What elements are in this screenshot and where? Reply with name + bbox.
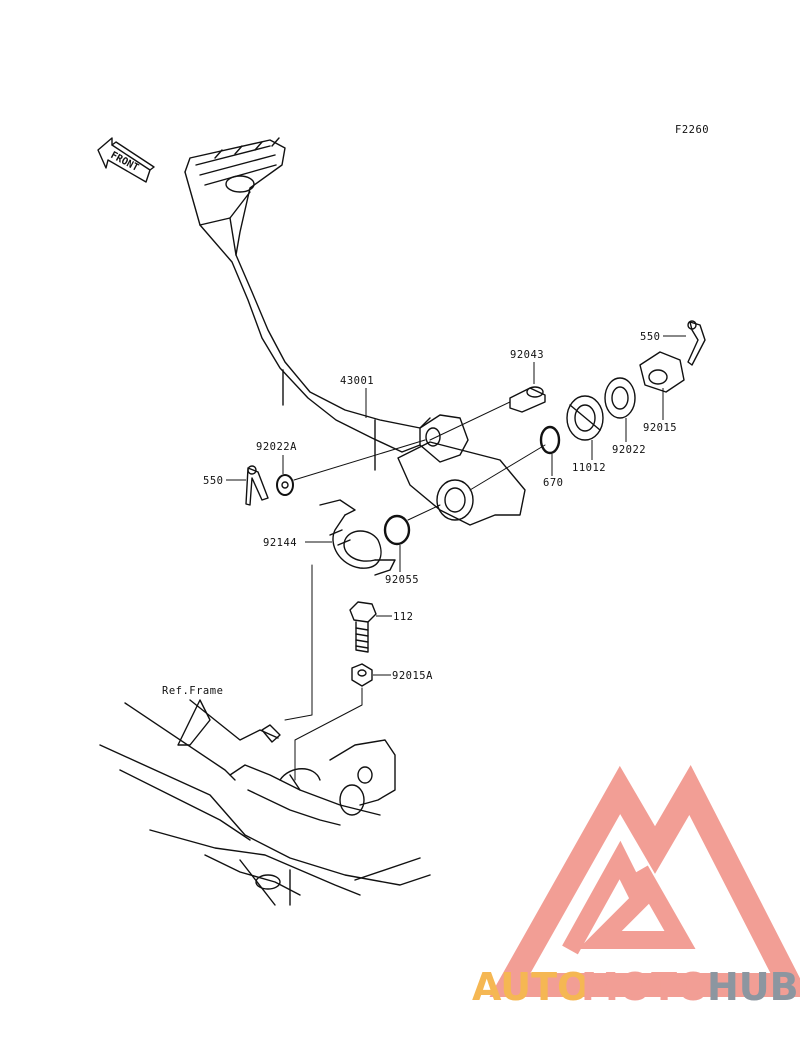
diagram-code: F2260 [675,124,709,136]
label-92022: 92022 [612,444,646,456]
label-92015: 92015 [643,422,677,434]
cotter-pin-550-left [245,465,269,506]
label-92055: 92055 [385,574,419,586]
automotohub-logo: AUTO MOTO HUB [472,765,800,1009]
o-ring-670 [469,425,561,491]
cotter-pin-550-top [687,320,706,366]
nut-92015 [639,351,685,393]
logo-text-hub: HUB [707,965,799,1009]
bolt-112 [349,601,377,653]
washer-92022 [604,377,636,419]
label-92022A: 92022A [256,441,297,453]
logo-text-auto: AUTO [472,965,589,1009]
logo-text-moto: MOTO [581,965,709,1009]
nut-92015A [351,663,373,687]
label-11012: 11012 [572,462,606,474]
frame-reference [99,699,431,906]
label-112: 112 [393,611,413,623]
label-550-left: 550 [203,475,223,487]
label-92144: 92144 [263,537,297,549]
pin-92043 [429,386,546,441]
ref-frame-label: Ref.Frame [162,685,223,697]
label-670: 670 [543,477,563,489]
label-92043: 92043 [510,349,544,361]
o-ring-92055 [383,504,441,546]
spring-92144 [319,499,396,576]
bushing-11012 [566,395,604,441]
label-92015A: 92015A [392,670,433,682]
label-43001: 43001 [340,375,374,387]
label-550-top: 550 [640,331,660,343]
front-arrow-icon [97,137,155,183]
washer-92022A [276,439,426,496]
brake-pedal-43001 [184,137,526,526]
